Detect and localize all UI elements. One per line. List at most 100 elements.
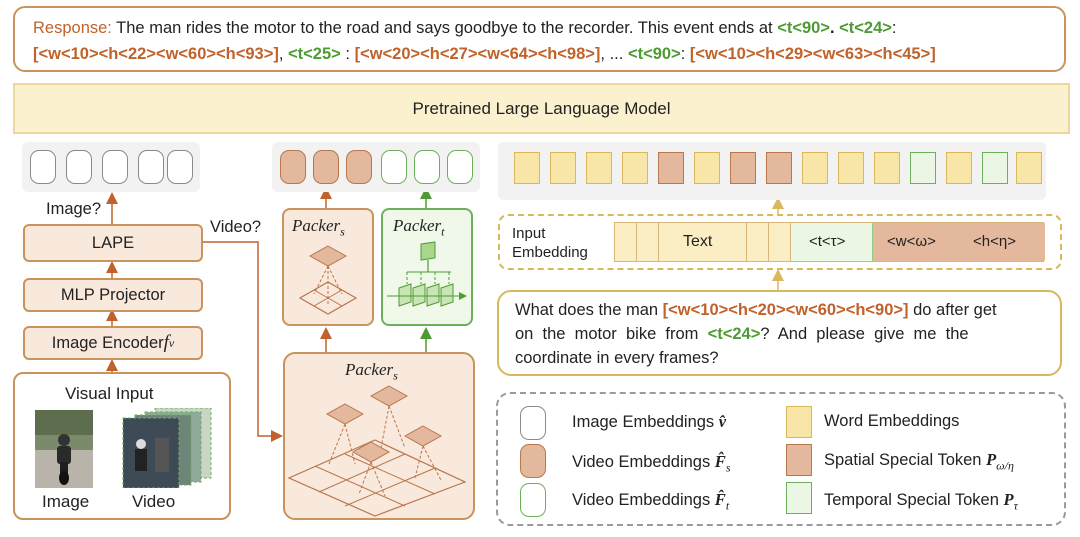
question-t24-token: <t<24> — [707, 325, 761, 343]
text-subdiv — [615, 223, 637, 261]
legend-video-s: Video Embeddings F̂s — [572, 452, 730, 475]
image-embedding-token — [30, 150, 56, 184]
packer-t-diagram — [387, 241, 467, 307]
legend-video-s-sub: s — [725, 460, 731, 475]
text-subdiv — [725, 223, 747, 261]
word-embedding-token — [1016, 152, 1042, 184]
legend-video-t-swatch — [520, 483, 546, 517]
encoder-sub: v — [168, 335, 175, 350]
question-text-2: do after get — [908, 301, 997, 319]
legend-temporal-swatch — [786, 482, 812, 514]
temporal-special-token — [910, 152, 936, 184]
word-embedding-token — [838, 152, 864, 184]
legend-spatial-sub: ω/η — [996, 458, 1014, 473]
response-t25-token: <t<25> — [288, 45, 341, 63]
legend-spatial-swatch — [786, 444, 812, 476]
mlp-projector-block: MLP Projector — [23, 278, 203, 312]
video-label: Video — [132, 492, 176, 511]
packer-t-box: Packert — [381, 208, 473, 326]
question-text-1: What does the man — [515, 301, 663, 319]
legend-temporal-sub: τ — [1013, 498, 1018, 513]
temporal-special-token — [982, 152, 1008, 184]
word-embedding-token — [622, 152, 648, 184]
video-thumbnail — [122, 408, 212, 488]
packer-s-small-sub: s — [340, 224, 345, 239]
response-t24-token: <t<24> — [834, 19, 892, 37]
spatial-special-token — [730, 152, 756, 184]
packer-s-small-diagram — [298, 245, 358, 315]
text-segment — [615, 223, 791, 261]
legend-image-embedding-text: Image Embeddings — [572, 413, 719, 431]
response-colon-2: : — [340, 45, 355, 63]
question-text-3: on the motor bike from — [515, 325, 708, 343]
response-colon-3: : — [680, 45, 690, 63]
packer-s-big-diagram — [287, 385, 467, 517]
word-embedding-token — [694, 152, 720, 184]
video-embedding-t-token — [414, 150, 440, 184]
packer-s-small-title: Packers — [292, 216, 345, 239]
text-token-label: Text — [683, 233, 713, 250]
video-embeddings-bar — [272, 142, 480, 192]
packer-s-big-title: Packers — [345, 360, 398, 383]
word-embedding-token — [874, 152, 900, 184]
legend-video-t-symbol: F̂ — [714, 490, 726, 509]
text-subdiv — [747, 223, 769, 261]
video-embedding-t-token — [381, 150, 407, 184]
response-line-1: Response: The man rides the motor to the… — [33, 15, 1048, 41]
legend-video-s-text: Video Embeddings — [572, 453, 715, 471]
legend-video-s-swatch — [520, 444, 546, 478]
legend-image-embedding-symbol: v̂ — [718, 412, 727, 431]
word-embedding-token — [586, 152, 612, 184]
image-embedding-token — [138, 150, 164, 184]
response-ellipsis: , ... — [600, 45, 628, 63]
question-line-1: What does the man [<w<10><h<20><w<60><h<… — [515, 298, 1046, 322]
image-embedding-token — [66, 150, 92, 184]
word-embedding-token — [802, 152, 828, 184]
response-coords-2: [<w<20><h<27><w<64><h<98>] — [354, 45, 601, 63]
packer-s-big-sub: s — [393, 368, 398, 383]
legend-temporal-token: Temporal Special Token Pτ — [824, 490, 1018, 513]
packer-s-big-box: Packers — [283, 352, 475, 520]
encoder-label: Image Encoder — [51, 333, 164, 352]
question-box: What does the man [<w<10><h<20><w<60><h<… — [497, 290, 1062, 376]
input-embedding-label-1: Input — [512, 225, 546, 242]
response-colon: : — [891, 19, 897, 37]
video-embedding-s-token — [346, 150, 372, 184]
mlp-label: MLP Projector — [60, 285, 166, 304]
legend-image-embedding: Image Embeddings v̂ — [572, 412, 726, 432]
response-dot: . — [829, 19, 835, 37]
video-embedding-s-token — [313, 150, 339, 184]
spatial-special-token — [766, 152, 792, 184]
video-question-label: Video? — [210, 218, 262, 236]
legend-box: Image Embeddings v̂ Video Embeddings F̂s… — [496, 392, 1066, 526]
spatial-segment — [873, 223, 1045, 261]
response-text: The man rides the motor to the road and … — [111, 19, 778, 37]
legend-video-t-sub: t — [725, 498, 730, 513]
packer-t-name: Packer — [393, 216, 442, 235]
question-text-4: ? And please give me the — [760, 325, 969, 343]
packer-t-sub: t — [441, 224, 445, 239]
input-embedding-label: Input Embedding — [512, 224, 588, 262]
llm-block: Pretrained Large Language Model — [13, 83, 1070, 134]
response-comma: , — [278, 45, 289, 63]
packer-s-big-name: Packer — [345, 360, 394, 379]
lape-block: LAPE — [23, 224, 203, 262]
question-line-2: on the motor bike from <t<24>? And pleas… — [515, 322, 1046, 346]
input-embedding-label-2: Embedding — [512, 244, 588, 261]
h-token-label: <h<η> — [973, 233, 1016, 250]
response-label: Response: — [33, 19, 112, 37]
legend-word-swatch — [786, 406, 812, 438]
video-embedding-t-token — [447, 150, 473, 184]
llm-label: Pretrained Large Language Model — [412, 98, 671, 118]
spatial-special-token — [658, 152, 684, 184]
t-token-label: <t<τ> — [809, 233, 846, 250]
legend-temporal-symbol: P — [1003, 490, 1014, 509]
question-coords: [<w<10><h<20><w<60><h<90>] — [662, 301, 909, 319]
legend-video-t-text: Video Embeddings — [572, 491, 715, 509]
legend-spatial-text: Spatial Special Token — [824, 451, 987, 469]
packer-t-title: Packert — [393, 216, 444, 239]
temporal-segment — [791, 223, 873, 261]
image-label: Image — [42, 492, 90, 511]
